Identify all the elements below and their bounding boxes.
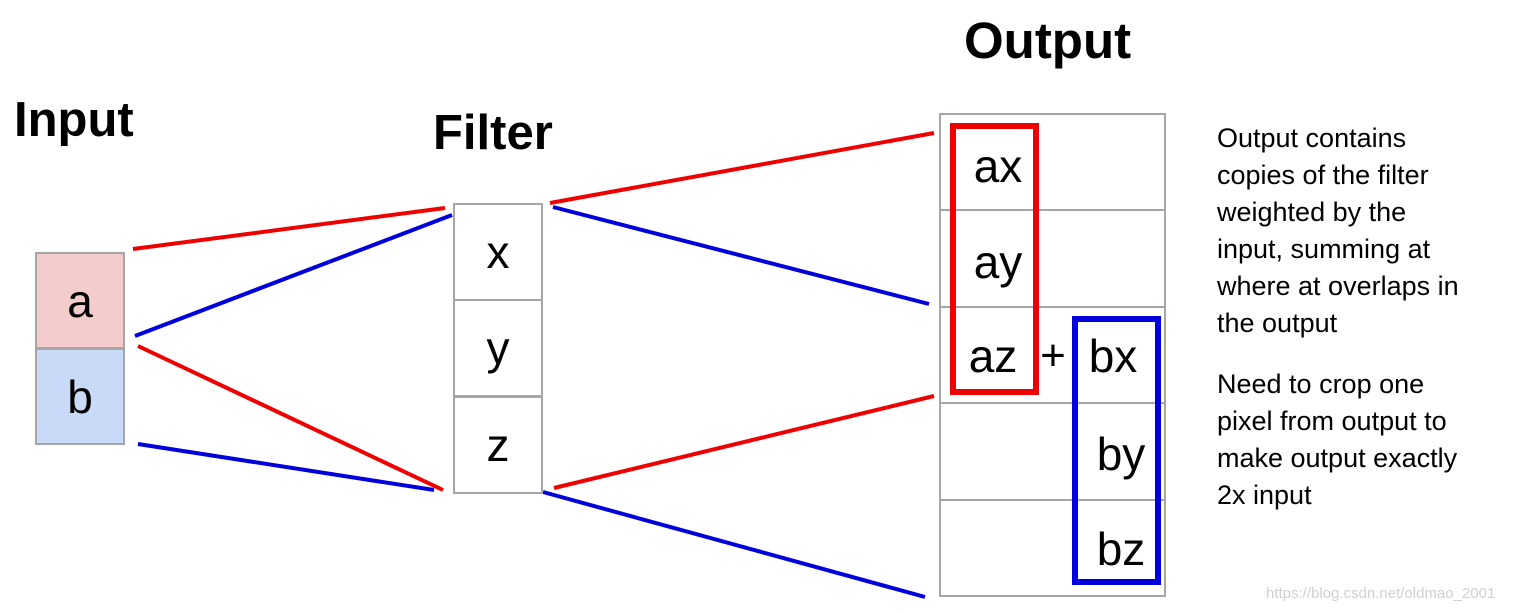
filter-cell-x: x: [453, 203, 543, 301]
filter-title: Filter: [433, 106, 553, 160]
blue-line-b-to-filter-bottom: [137, 442, 435, 492]
filter-cell-y: y: [453, 299, 543, 397]
note-line: make output exactly: [1217, 443, 1458, 473]
note-line: input, summing at: [1217, 234, 1431, 264]
input-cell-b: b: [35, 348, 125, 445]
output-grid-border: [939, 113, 1166, 597]
note-line: Need to crop one: [1217, 369, 1425, 399]
watermark-text: https://blog.csdn.net/oldmao_2001: [1266, 585, 1496, 602]
blue-line-filter-to-output-mid: [552, 205, 930, 306]
note-line: the output: [1217, 308, 1338, 338]
output-term-bx: bx: [1088, 330, 1138, 382]
input-cell-a: a: [35, 252, 125, 349]
explanation-note: Output contains copies of the filter wei…: [1217, 120, 1512, 514]
filter-cell-z: z: [453, 396, 543, 494]
note-line: 2x input: [1217, 480, 1312, 510]
input-title: Input: [14, 93, 134, 147]
note-line: copies of the filter: [1217, 160, 1429, 190]
output-plus-sign: +: [1040, 331, 1066, 380]
red-line-filter-to-output-mid: [553, 394, 935, 490]
output-term-ax: ax: [973, 140, 1023, 192]
output-term-ay: ay: [973, 236, 1023, 288]
blue-highlight-box: [1072, 316, 1161, 585]
note-line: where at overlaps in: [1217, 271, 1459, 301]
note-line: pixel from output to: [1217, 406, 1447, 436]
red-line-a-to-filter-bottom: [137, 344, 444, 492]
red-line-a-to-filter-top: [132, 206, 446, 251]
blue-line-filter-to-output-bottom: [542, 490, 926, 599]
note-line: weighted by the: [1217, 197, 1407, 227]
red-highlight-box: [950, 123, 1039, 395]
output-term-bz: bz: [1096, 523, 1146, 575]
output-title: Output: [964, 12, 1132, 69]
blue-line-b-to-filter-top: [134, 213, 453, 338]
note-spacer: [1217, 342, 1512, 366]
output-term-az: az: [968, 330, 1018, 382]
output-term-by: by: [1096, 428, 1146, 480]
red-line-filter-to-output-top: [549, 131, 935, 205]
note-line: Output contains: [1217, 123, 1407, 153]
